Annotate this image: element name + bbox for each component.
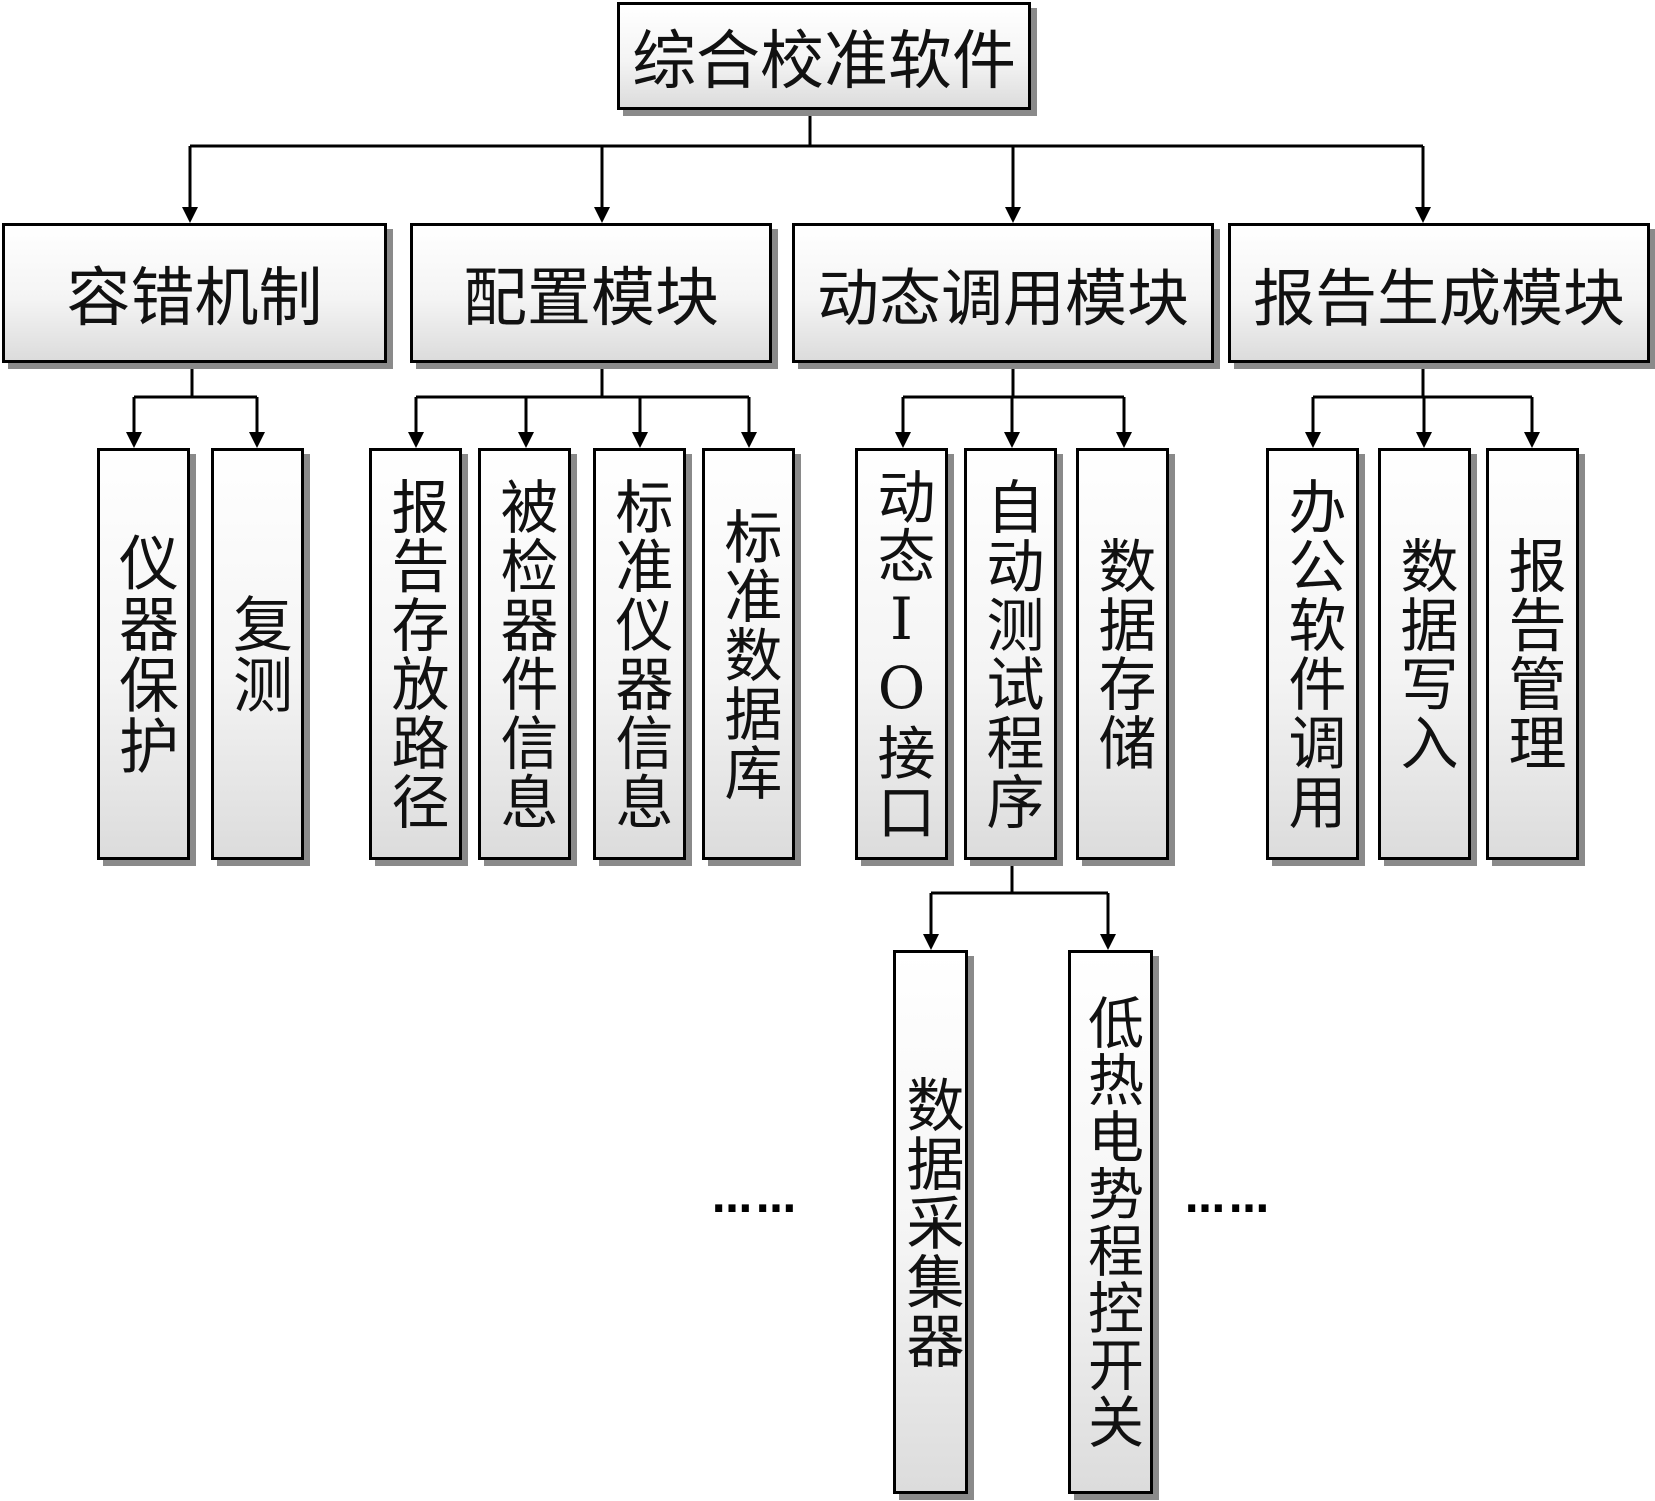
arrowhead [408, 432, 424, 448]
leaf-label: 自动测试程序 [976, 477, 1045, 831]
module-report-gen: 报告生成模块 [1228, 223, 1650, 363]
arrowhead [1004, 432, 1020, 448]
arrowhead [1416, 432, 1432, 448]
module-label: 报告生成模块 [1252, 262, 1625, 335]
leaf-office-software-call: 办公软件调用 [1266, 448, 1359, 860]
leaf-label: 数据写入 [1390, 536, 1459, 772]
leaf-label: 仪器保护 [108, 532, 179, 776]
leaf-data-storage: 数据存储 [1076, 448, 1169, 860]
leaf-data-collector: 数据采集器 [893, 950, 968, 1494]
arrowhead [895, 432, 911, 448]
leaf-label: 办公软件调用 [1278, 477, 1347, 831]
arrowhead [1116, 432, 1132, 448]
leaf-report-management: 报告管理 [1486, 448, 1579, 860]
arrowhead [182, 207, 198, 223]
leaf-label: 动态IO接口 [867, 467, 936, 841]
module-label: 容错机制 [66, 262, 323, 336]
leaf-retest: 复测 [211, 448, 304, 860]
arrowhead [1524, 432, 1540, 448]
ellipsis-left: …… [712, 1176, 800, 1222]
arrowhead [741, 432, 757, 448]
leaf-label: 报告存放路径 [381, 477, 450, 831]
arrowhead [126, 432, 142, 448]
module-label: 配置模块 [463, 262, 719, 336]
leaf-data-write: 数据写入 [1378, 448, 1471, 860]
leaf-low-thermal-emf-switch: 低热电势程控开关 [1068, 950, 1153, 1494]
leaf-standard-database: 标准数据库 [702, 448, 795, 860]
leaf-auto-test-program: 自动测试程序 [964, 448, 1057, 860]
leaf-label: 数据存储 [1088, 536, 1157, 772]
leaf-instrument-protection: 仪器保护 [97, 448, 190, 860]
leaf-label: 数据采集器 [896, 1074, 965, 1370]
arrowhead [632, 432, 648, 448]
arrowhead [249, 432, 265, 448]
leaf-dynamic-io-interface: 动态IO接口 [855, 448, 948, 860]
arrowhead [518, 432, 534, 448]
leaf-label: 报告管理 [1498, 536, 1567, 772]
arrowhead [1100, 934, 1116, 950]
module-dynamic-call: 动态调用模块 [792, 223, 1214, 363]
root-node: 综合校准软件 [617, 2, 1031, 110]
leaf-label: 标准仪器信息 [605, 477, 674, 831]
leaf-label: 被检器件信息 [490, 477, 559, 831]
module-label: 动态调用模块 [816, 262, 1189, 335]
leaf-label: 标准数据库 [714, 506, 783, 802]
arrowhead [1415, 207, 1431, 223]
arrowhead [923, 934, 939, 950]
leaf-label: 低热电势程控开关 [1078, 994, 1144, 1450]
arrowhead [594, 207, 610, 223]
arrowhead [1005, 207, 1021, 223]
leaf-report-path: 报告存放路径 [369, 448, 462, 860]
module-fault-tolerance: 容错机制 [2, 223, 387, 363]
root-label: 综合校准软件 [632, 25, 1016, 99]
leaf-label: 复测 [222, 593, 293, 715]
leaf-standard-instrument-info: 标准仪器信息 [593, 448, 686, 860]
leaf-dut-info: 被检器件信息 [478, 448, 571, 860]
ellipsis-right: …… [1185, 1176, 1273, 1222]
module-config: 配置模块 [410, 223, 772, 363]
arrowhead [1305, 432, 1321, 448]
